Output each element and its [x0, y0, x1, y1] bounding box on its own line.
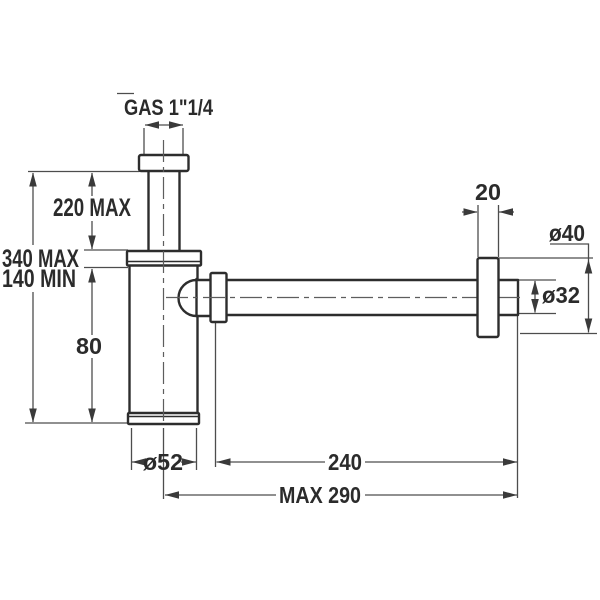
dim-52-arrow-right: [182, 458, 196, 466]
label-total-min: 140 MIN: [2, 265, 76, 293]
dim-40-leader: [550, 243, 590, 333]
dim-290-arrow-right: [503, 491, 517, 499]
gas-arrow-left: [145, 121, 159, 129]
dim-340-arrow-up: [29, 172, 37, 187]
arrowheads: [29, 121, 593, 499]
siphon-fixture: [125, 153, 520, 426]
dim-52-arrow-left: [132, 458, 146, 466]
dim-220-arrow-up: [88, 172, 96, 187]
label-rosette-diameter: ø40: [549, 220, 585, 246]
label-tube-diameter: ø32: [542, 282, 580, 308]
label-rosette-depth: 20: [475, 179, 501, 205]
dim-80-arrow-down: [88, 408, 96, 423]
dim-240-arrow-right: [503, 458, 517, 466]
label-inlet-height: 220 MAX: [53, 194, 131, 222]
dim-340-arrow-down: [29, 408, 37, 423]
dim-32-arrow-down: [531, 299, 539, 313]
dimension-labels: GAS 1"1/4 220 MAX 340 MAX 140 MIN 80 20 …: [2, 95, 585, 508]
dim-80-arrow-up: [88, 268, 96, 283]
extension-lines: [25, 92, 597, 499]
dim-40-arrow-up: [584, 259, 593, 274]
label-tube-length: 240: [328, 449, 362, 475]
dim-290-arrow-left: [165, 491, 179, 499]
label-max-reach: MAX 290: [279, 482, 361, 508]
dim-40-arrow-down: [584, 318, 593, 333]
label-cup-diameter: ø52: [143, 449, 183, 475]
dim-20-arrow-left: [499, 208, 513, 216]
centerlines: [162, 140, 520, 424]
dim-220-arrow-down: [88, 235, 96, 250]
label-total-max: 340 MAX: [2, 245, 79, 273]
label-cup-height: 80: [76, 333, 102, 359]
label-thread-size: GAS 1"1/4: [124, 95, 214, 120]
gas-arrow-right: [169, 121, 183, 129]
dim-20-arrow-right: [463, 208, 478, 216]
wall-rosette: [476, 256, 500, 339]
dim-240-arrow-left: [216, 458, 231, 466]
dim-32-arrow-up: [531, 280, 539, 295]
